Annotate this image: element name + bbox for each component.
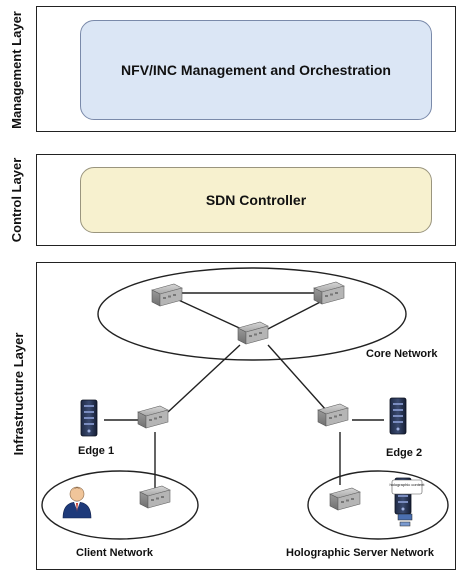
user-icon — [62, 486, 92, 519]
nfv-inc-management-box[interactable]: NFV/INC Management and Orchestration — [80, 20, 432, 120]
core-switch-left-icon — [151, 283, 183, 307]
edge2-label: Edge 2 — [386, 447, 422, 459]
edge1-switch-icon — [137, 405, 169, 429]
core-switch-center-icon — [237, 321, 269, 345]
link-core-left — [171, 296, 249, 333]
core-network-ellipse — [97, 267, 407, 361]
sdn-controller-box[interactable]: SDN Controller — [80, 167, 432, 233]
holographic-content-label: holographic content — [390, 482, 426, 487]
edge1-label: Edge 1 — [78, 445, 114, 457]
nfv-inc-management-label: NFV/INC Management and Orchestration — [121, 62, 391, 78]
edge1-server-icon — [80, 399, 98, 437]
sdn-controller-label: SDN Controller — [205, 192, 307, 208]
link-core-edge2 — [267, 344, 327, 411]
network-links — [104, 292, 384, 490]
holographic-server-network-label: Holographic Server Network — [286, 547, 435, 559]
link-core-right — [261, 296, 331, 333]
client-switch-icon — [139, 485, 171, 509]
holographic-switch-icon — [329, 487, 361, 511]
client-network-label: Client Network — [76, 547, 154, 559]
core-network-label: Core Network — [366, 348, 438, 360]
core-switch-right-icon — [313, 281, 345, 305]
edge2-switch-icon — [317, 403, 349, 427]
client-network-ellipse — [41, 470, 199, 540]
edge2-server-icon — [389, 397, 407, 435]
holographic-network-ellipse — [307, 470, 449, 540]
holographic-server-icon: holographic content — [390, 477, 426, 527]
infrastructure-layer — [36, 262, 456, 570]
link-core-edge1 — [167, 344, 241, 413]
